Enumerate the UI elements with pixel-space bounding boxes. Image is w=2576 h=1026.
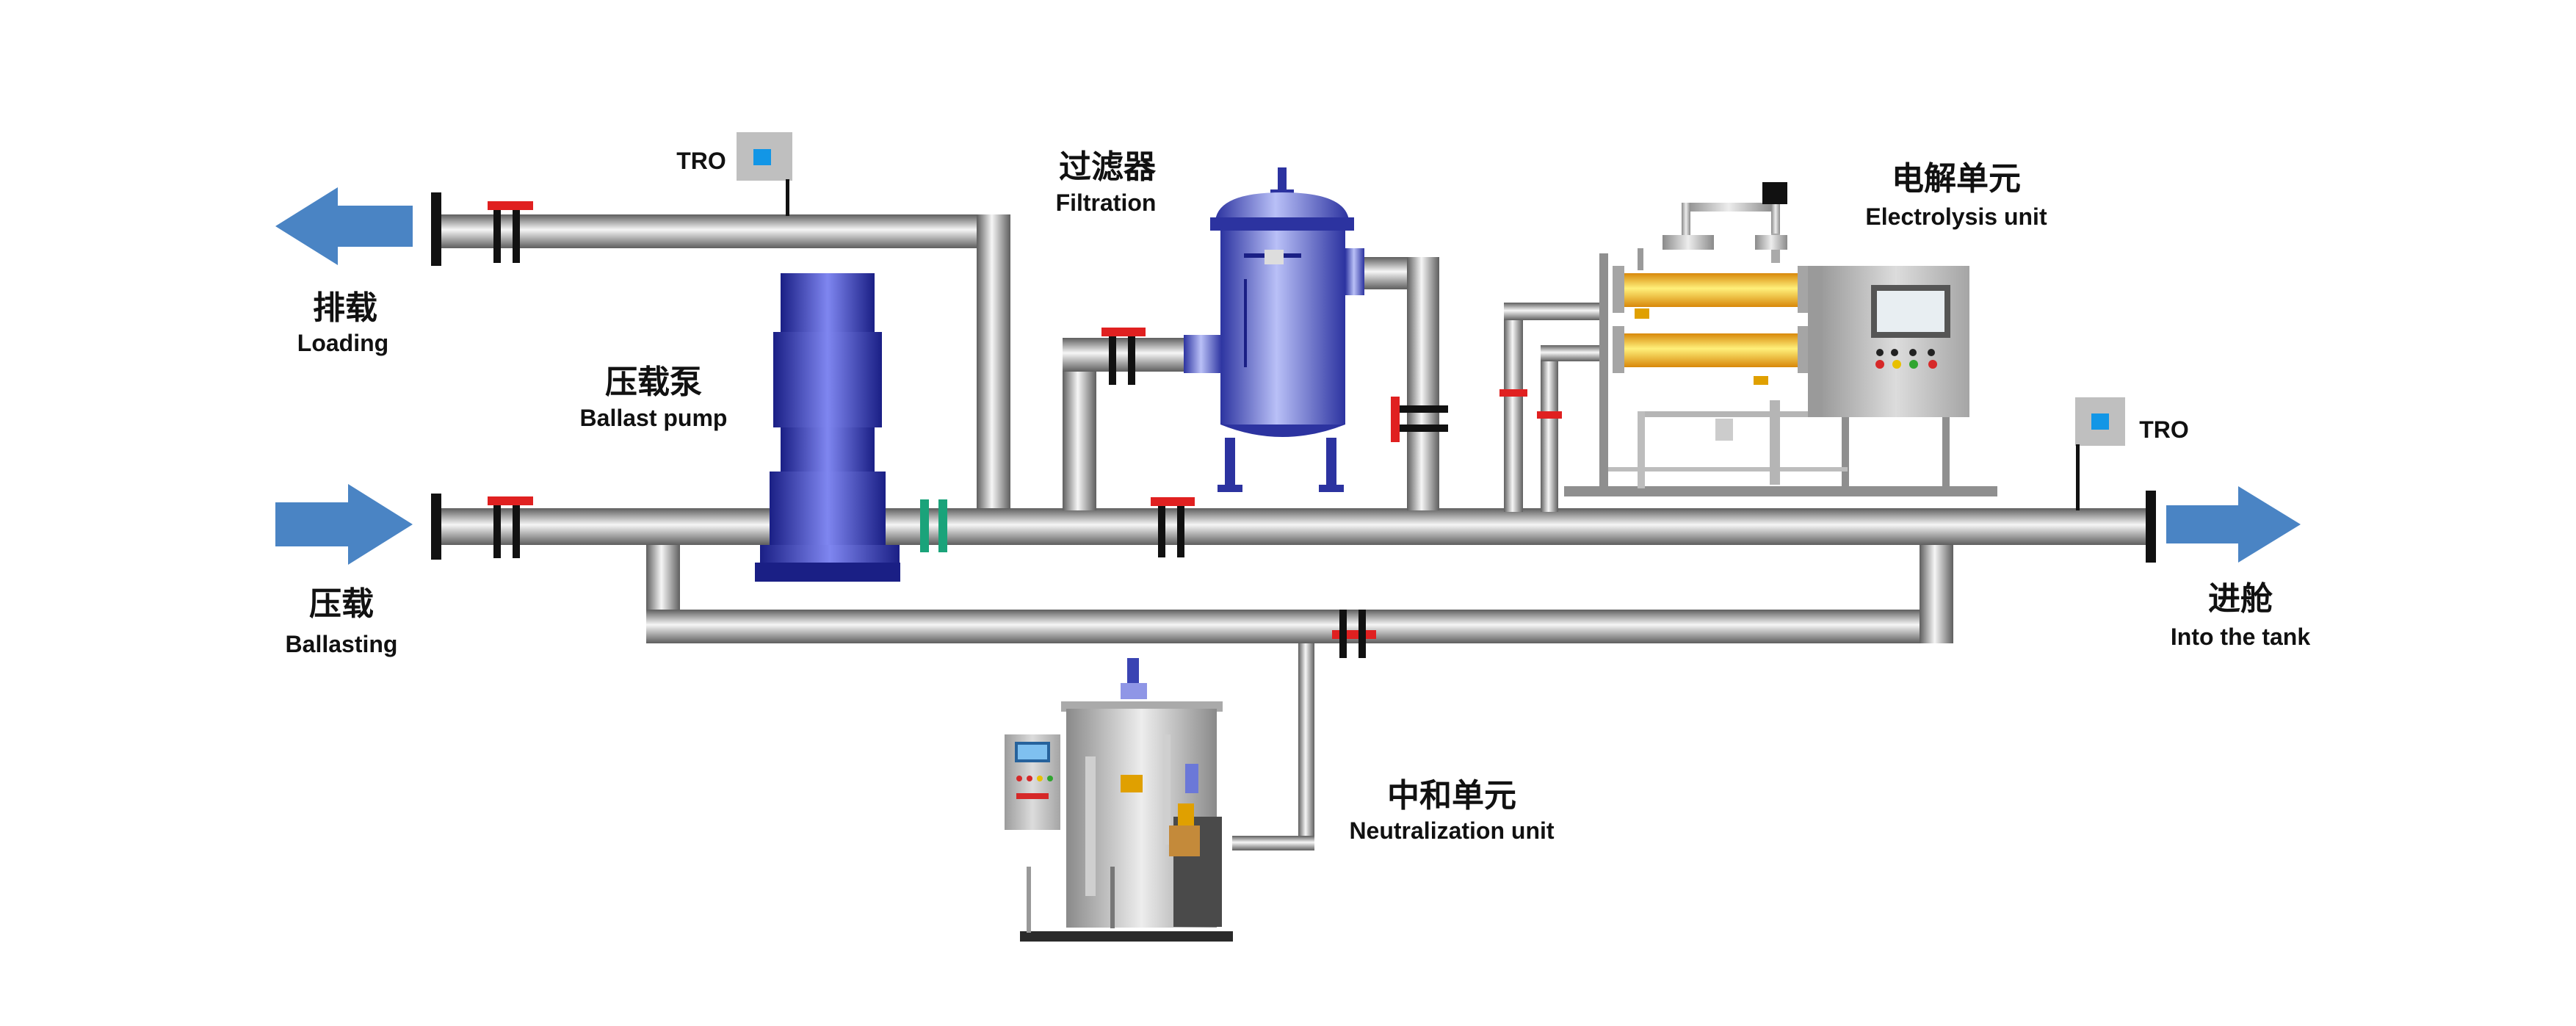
valve-icon[interactable] [1332,610,1376,658]
valve-icon[interactable] [920,499,947,552]
pump-label-en: Ballast pump [580,405,728,431]
valve-icon[interactable] [488,496,533,558]
tro-label-right: TRO [2139,416,2189,443]
tro-label-top: TRO [676,148,726,174]
ballasting-label-zh: 压载 [309,585,374,623]
loading-label-zh: 排载 [313,289,377,327]
electrolysis-label-en: Electrolysis unit [1865,203,2047,230]
valve-icon[interactable] [1391,397,1448,442]
filter-label-zh: 过滤器 [1059,148,1157,186]
valve-icon[interactable] [1101,328,1146,385]
valve-icon[interactable] [1151,497,1195,557]
ballasting-arrow-right-icon [275,484,413,565]
filter-icon [1184,167,1364,492]
valve-icon[interactable] [488,201,533,263]
neutralization-label-zh: 中和单元 [1387,777,1516,814]
tro-sensor-icon [2075,397,2125,510]
loading-label-en: Loading [297,330,388,356]
tank-arrow-right-icon [2166,486,2301,563]
valve-icon[interactable] [1537,411,1562,419]
loading-end-flange [431,192,441,266]
neutralization-label-en: Neutralization unit [1349,817,1554,844]
valve-icon[interactable] [1499,389,1527,397]
tank-label-zh: 进舱 [2208,580,2273,618]
pipe-network [441,214,2152,850]
electrolysis-label-zh: 电解单元 [1892,160,2021,198]
tro-sensor-icon [737,132,792,216]
ballasting-end-flange [431,494,441,560]
electrolysis-unit-icon [1564,182,1997,496]
tank-label-en: Into the tank [2171,624,2310,650]
tank-end-flange [2146,491,2156,563]
loading-arrow-left-icon [275,187,413,265]
filter-label-en: Filtration [1056,189,1157,216]
neutralization-unit-icon [1005,658,1233,942]
ballast-pump-icon [755,273,900,582]
ballasting-label-en: Ballasting [286,631,398,657]
pump-label-zh: 压载泵 [605,364,702,401]
